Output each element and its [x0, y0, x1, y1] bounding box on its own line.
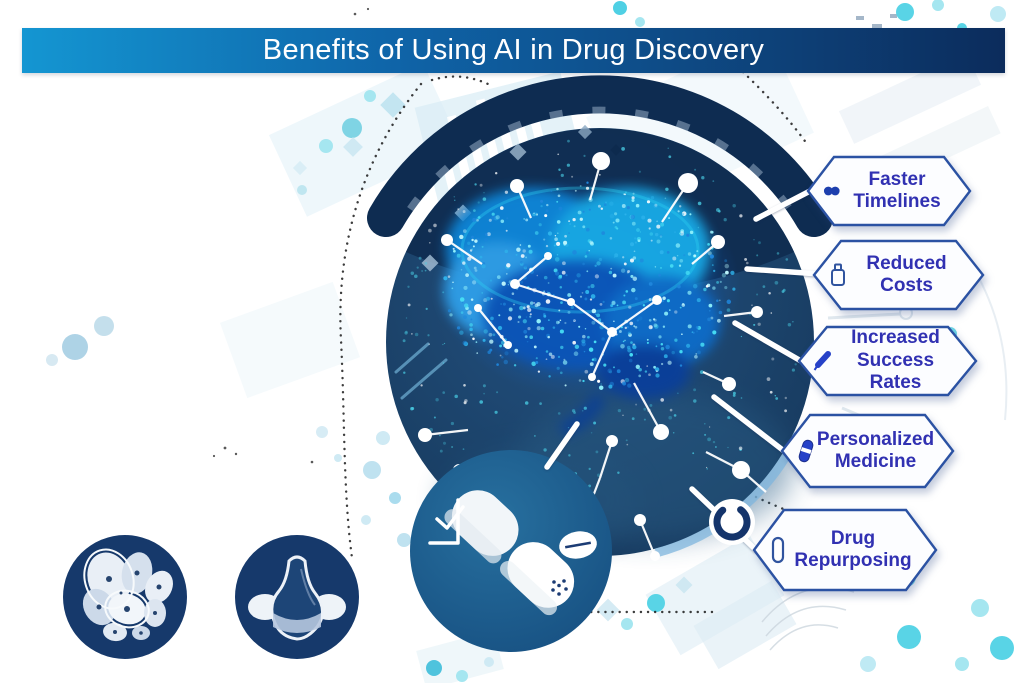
benefit-label: Increased Success Rates	[851, 327, 940, 394]
capsule-illustration	[444, 490, 575, 616]
refresh-ring-icon	[707, 497, 757, 547]
flask-circle-icon	[235, 535, 359, 659]
tablet-illustration	[559, 531, 597, 559]
benefit-label: Personalized Medicine	[816, 428, 935, 472]
benefit-drug-repurposing: Drug Repurposing	[752, 508, 938, 592]
pen-icon	[811, 347, 835, 375]
benefit-label: Reduced Costs	[866, 252, 947, 296]
benefit-label: Faster Timelines	[853, 168, 941, 212]
outer-dark-arc	[367, 75, 833, 237]
brain-speckles	[442, 181, 736, 390]
cells-circle-icon	[63, 535, 187, 659]
tick-arc	[407, 106, 793, 212]
benefit-label: Drug Repurposing	[794, 527, 912, 571]
fast-forward-icon	[820, 177, 844, 205]
black-specks	[212, 7, 370, 464]
benefit-reduced-costs: Reduced Costs	[812, 239, 985, 311]
benefit-faster-timelines: Faster Timelines	[806, 155, 972, 227]
dotted-tablet-illustration	[546, 573, 572, 599]
page-title: Benefits of Using AI in Drug Discovery	[262, 34, 765, 66]
checklist-icon	[428, 498, 465, 545]
pills-circle-illustration	[410, 450, 612, 652]
bottle-icon	[826, 261, 850, 289]
pill-outline-icon	[766, 536, 790, 564]
capsule-icon	[794, 437, 818, 465]
benefit-increased-success-rates: Increased Success Rates	[797, 325, 978, 397]
title-banner: Benefits of Using AI in Drug Discovery	[22, 28, 1005, 73]
benefit-personalized-medicine: Personalized Medicine	[780, 413, 955, 489]
